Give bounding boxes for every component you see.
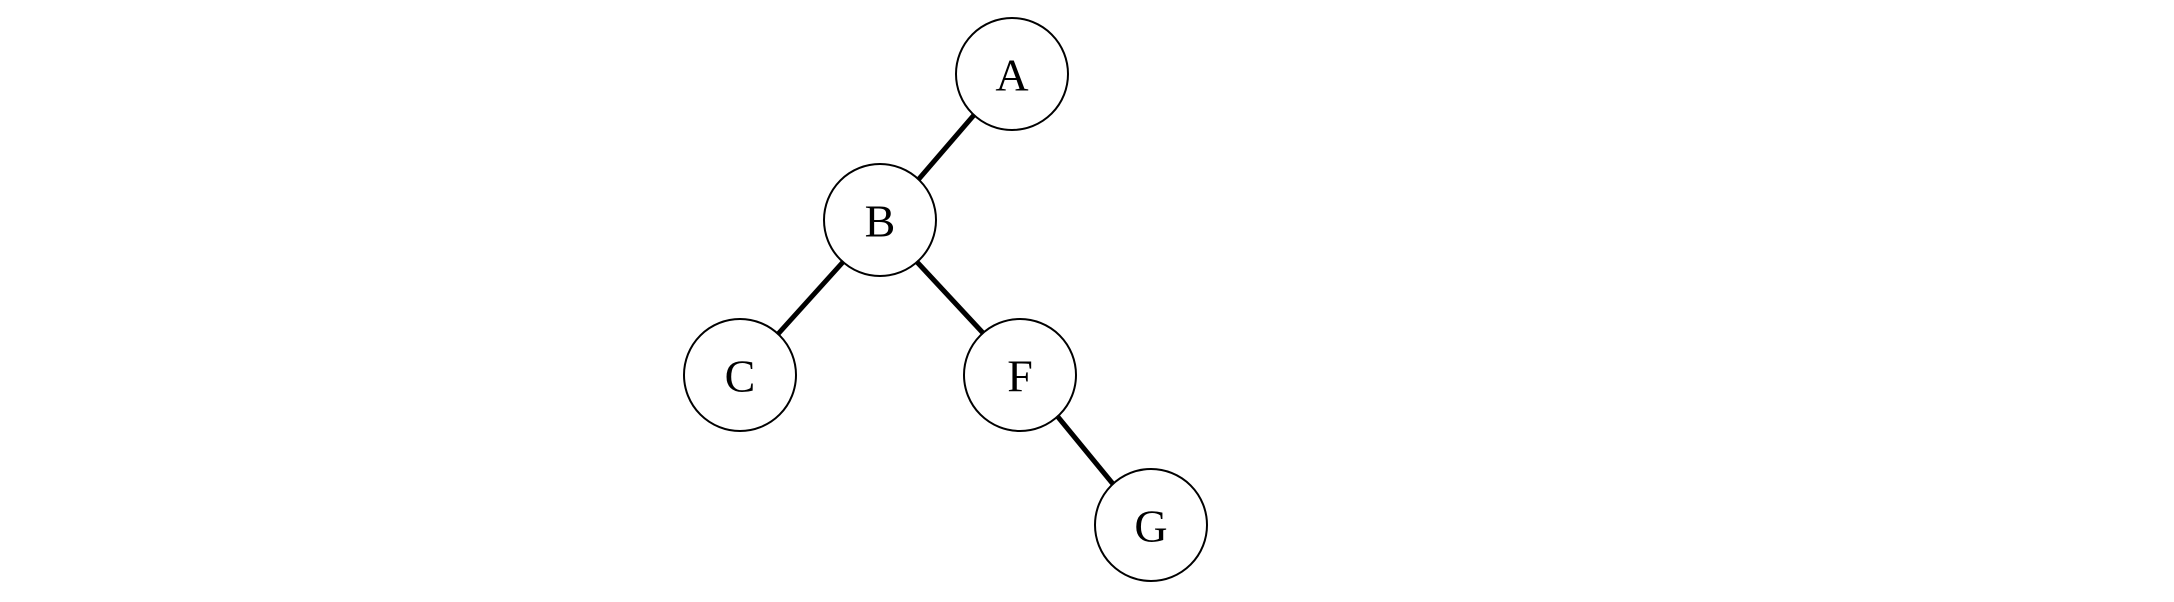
node-label-f: F <box>1007 351 1033 402</box>
node-label-b: B <box>865 196 896 247</box>
graph-edge-f-g <box>1056 415 1115 486</box>
graph-node-g[interactable]: G <box>1094 468 1208 582</box>
node-label-a: A <box>995 50 1028 101</box>
nodes-layer: A B C F G <box>683 17 1208 582</box>
node-label-g: G <box>1134 501 1167 552</box>
node-circle-g <box>1094 468 1208 582</box>
node-circle-a <box>955 17 1069 131</box>
edges-layer <box>776 113 1115 486</box>
graph-node-f[interactable]: F <box>963 318 1077 432</box>
graph-node-b[interactable]: B <box>823 163 937 277</box>
graph-edge-a-b <box>916 113 976 182</box>
node-circle-c <box>683 318 797 432</box>
graph-node-a[interactable]: A <box>955 17 1069 131</box>
graph-edge-b-c <box>776 260 845 336</box>
graph-edge-b-f <box>915 260 985 335</box>
node-label-c: C <box>725 351 756 402</box>
graph-node-c[interactable]: C <box>683 318 797 432</box>
node-circle-f <box>963 318 1077 432</box>
node-circle-b <box>823 163 937 277</box>
